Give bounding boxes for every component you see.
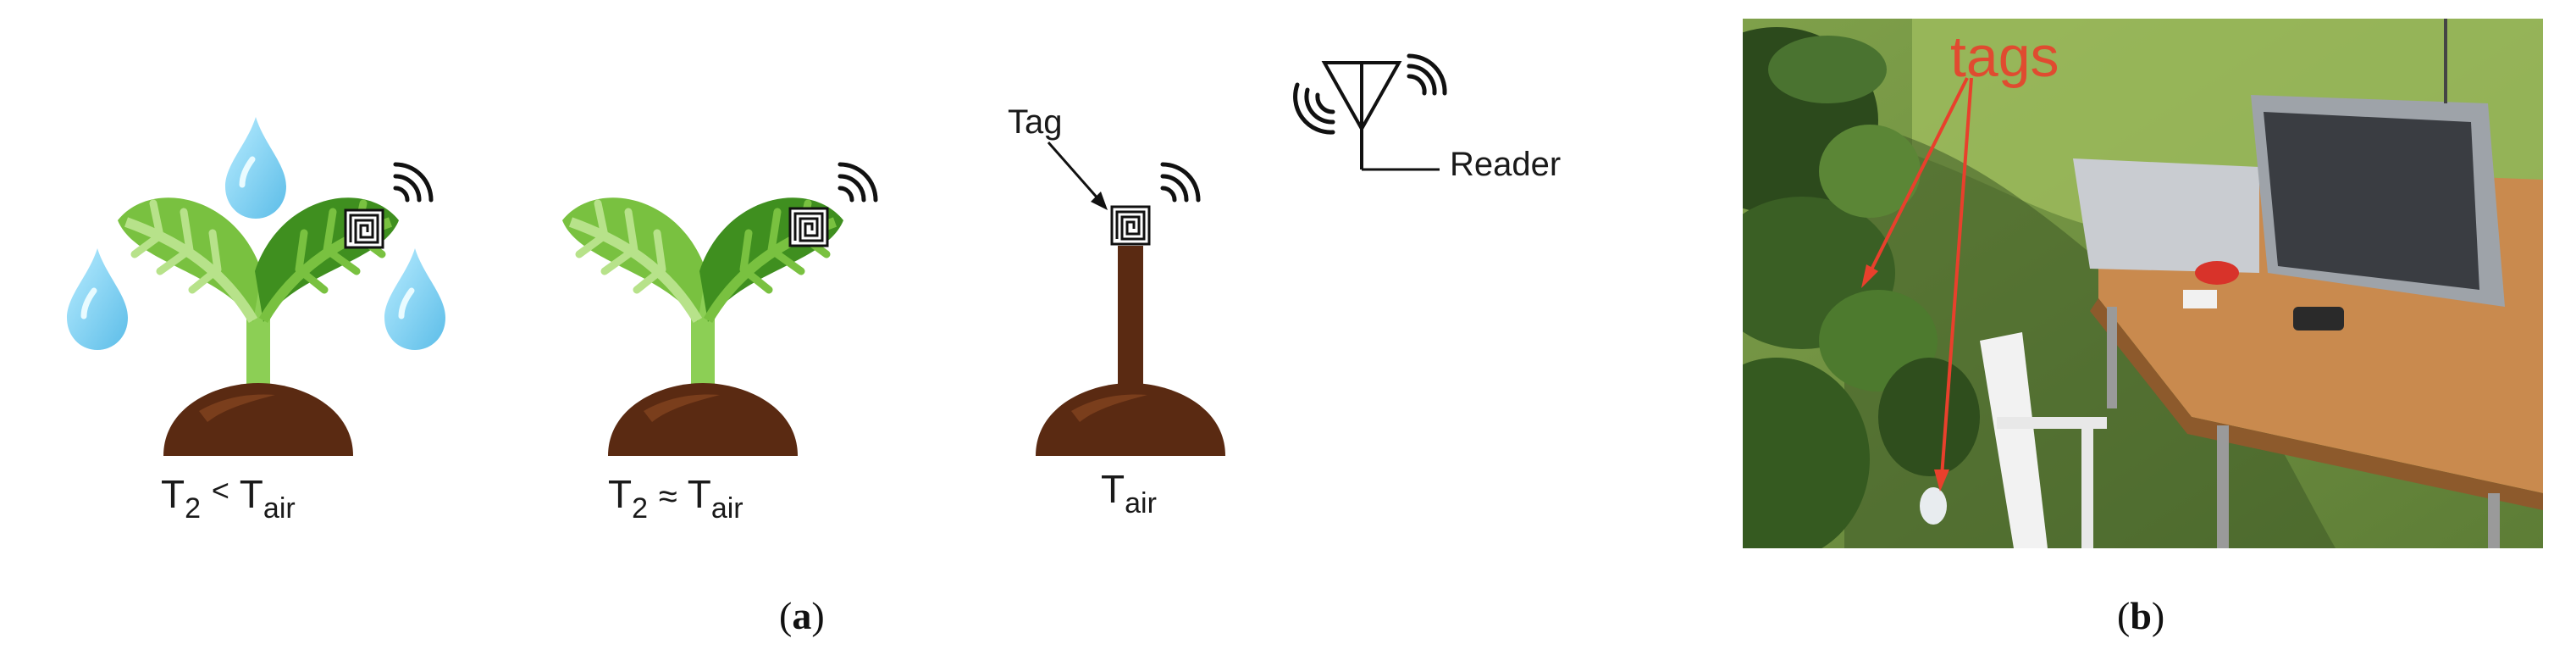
reader-device bbox=[2293, 307, 2344, 330]
soil-mound bbox=[1036, 383, 1225, 456]
water-drop-icon bbox=[225, 117, 286, 219]
signal-waves-icon bbox=[840, 164, 876, 200]
signal-waves-icon bbox=[395, 164, 431, 200]
pumpkin-leaves bbox=[1743, 27, 1980, 548]
tags-annotation-text: tags bbox=[1950, 25, 2059, 89]
rfid-tag-icon bbox=[788, 207, 829, 247]
panel-a-label: (a) bbox=[779, 594, 825, 637]
soil-mound bbox=[163, 383, 353, 456]
plant1-temperature-label: T2 < Tair bbox=[161, 472, 296, 525]
panel-b-label: (b) bbox=[2117, 594, 2165, 637]
field-photo: tags bbox=[1743, 19, 2543, 548]
water-drop-icon bbox=[384, 248, 445, 350]
stick bbox=[1118, 246, 1143, 398]
chair bbox=[1980, 332, 2107, 548]
plant-watered bbox=[67, 117, 445, 456]
signal-waves-icon bbox=[1293, 53, 1447, 135]
soil-mound bbox=[608, 383, 798, 456]
plant-dry bbox=[562, 164, 876, 456]
tag-label: Tag bbox=[1008, 103, 1063, 141]
red-device bbox=[2195, 261, 2239, 285]
rfid-tag-icon bbox=[1110, 205, 1151, 246]
stick-temperature-label: Tair bbox=[1101, 467, 1157, 519]
ground-tag-sensor bbox=[1920, 487, 1947, 525]
reference-stick bbox=[1036, 164, 1225, 456]
tag-pointer-arrow bbox=[1047, 142, 1108, 210]
rfid-tag-icon bbox=[344, 208, 384, 249]
leaf-left bbox=[118, 197, 262, 322]
laptop bbox=[2073, 95, 2505, 307]
tags-annotation-arrows bbox=[1861, 77, 1973, 492]
reader-antenna bbox=[1293, 53, 1447, 171]
plant2-temperature-label: T2 ≈ Tair bbox=[608, 472, 744, 525]
signal-waves-icon bbox=[1163, 164, 1198, 200]
water-drop-icon bbox=[67, 248, 128, 350]
leaf-left bbox=[562, 197, 706, 322]
reader-label: Reader bbox=[1450, 146, 1562, 183]
